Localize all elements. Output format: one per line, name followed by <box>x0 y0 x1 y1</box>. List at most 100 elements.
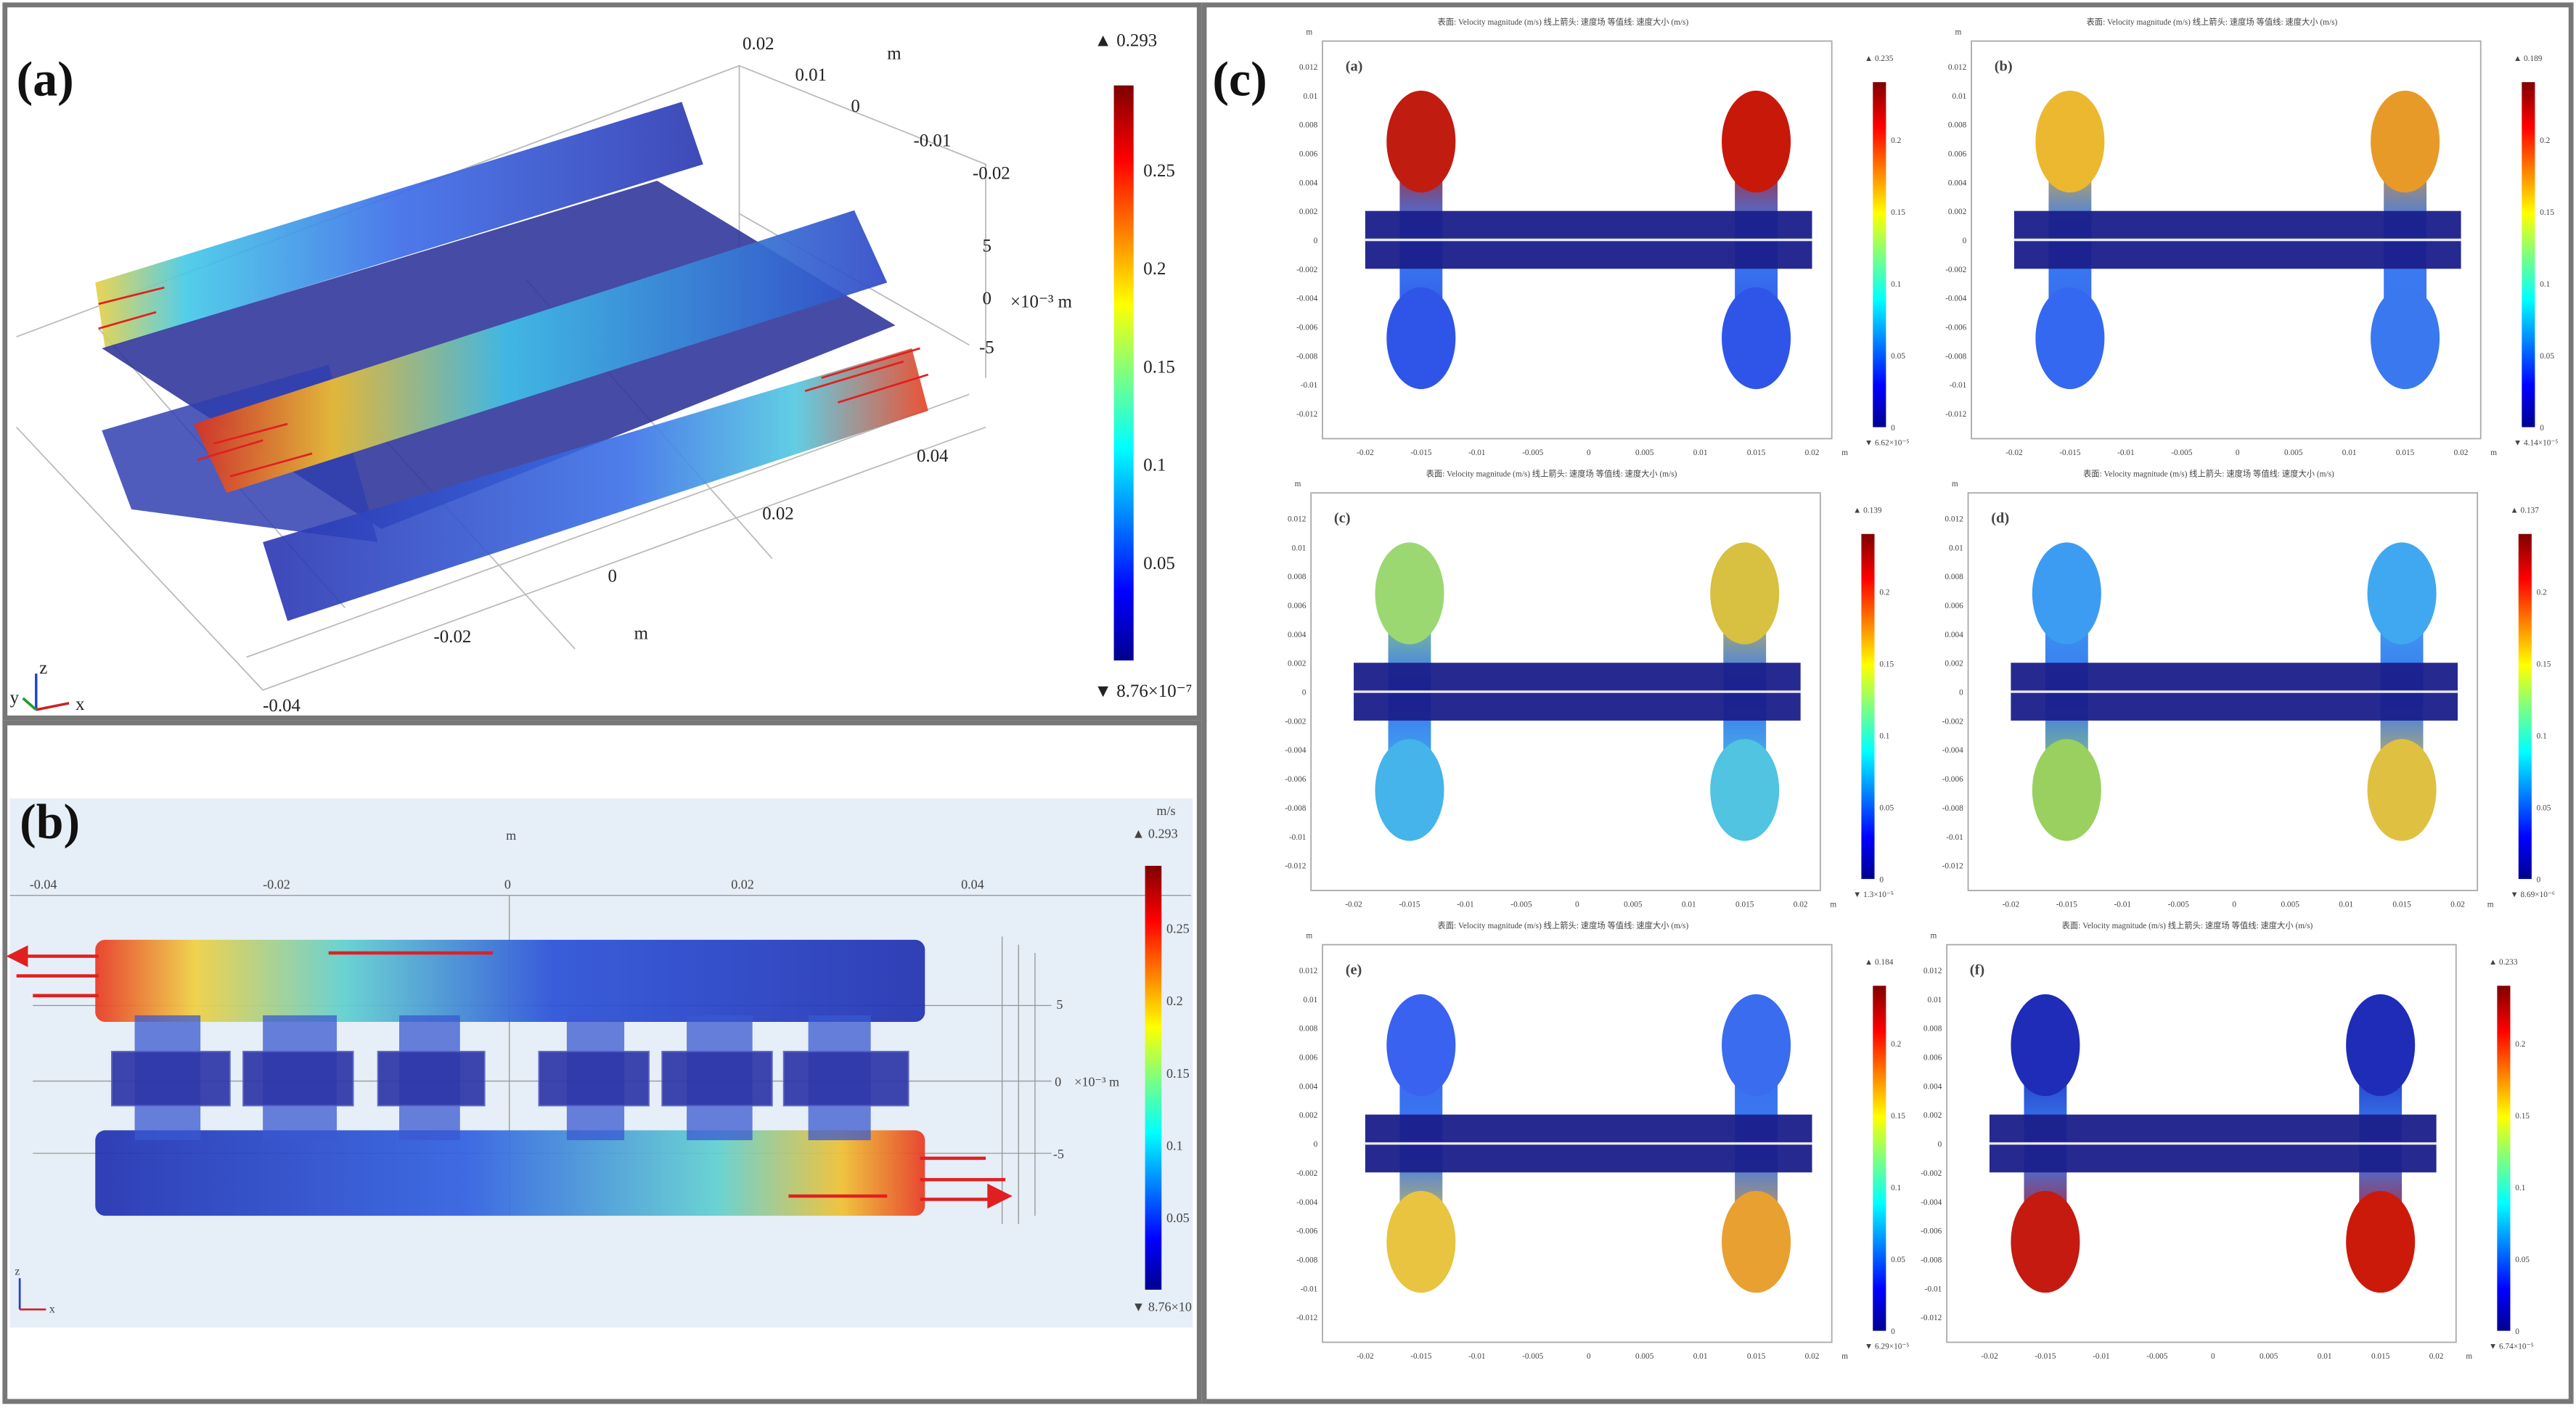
subplot-title: 表面: Velocity magnitude (m/s) 线上箭头: 速度场 等… <box>2083 468 2334 478</box>
x-axis-tick: -0.04 <box>263 696 300 716</box>
y-tick: 0.01 <box>1949 544 1963 552</box>
subplot-label: (d) <box>1991 510 2009 526</box>
colorbar <box>2497 986 2511 1331</box>
y-tick: 0.01 <box>1953 92 1967 101</box>
y-tick: -0.008 <box>1942 804 1964 813</box>
y-tick: 0.006 <box>1299 150 1318 159</box>
y-unit: m <box>1306 28 1312 37</box>
colorbar-min: ▼ 6.62×10⁻⁵ <box>1865 438 1909 447</box>
colorbar-max: ▲ 0.139 <box>1853 506 1882 515</box>
y-tick: 0.006 <box>1288 602 1307 610</box>
colorbar-tick: 0 <box>2540 424 2544 433</box>
x-tick: 0.015 <box>1735 901 1754 909</box>
top-chamber <box>1375 542 1444 644</box>
bottom-chamber <box>2035 287 2105 390</box>
x-tick: 0 <box>2232 901 2236 909</box>
middle-tube <box>194 210 888 494</box>
x-unit: m <box>2466 1352 2472 1361</box>
bottom-chamber <box>1386 287 1456 390</box>
top-chamber <box>2035 90 2105 193</box>
y-axis-tick: 0.02 <box>743 34 774 54</box>
x-tick: -0.02 <box>1981 1352 1998 1361</box>
colorbar-tick: 0.1 <box>1166 1138 1183 1153</box>
y-tick: 0.012 <box>1299 967 1318 975</box>
y-tick: 0.006 <box>1299 1054 1318 1063</box>
x-tick: 0.02 <box>2450 901 2465 909</box>
y-tick: -0.012 <box>1921 1314 1942 1322</box>
y-tick: 0.008 <box>1945 573 1963 581</box>
colorbar-min: ▼ 6.29×10⁻⁵ <box>1865 1343 1909 1351</box>
x-tick: 0.01 <box>2339 901 2353 909</box>
x-tick: 0 <box>1587 449 1591 457</box>
x-tick: -0.015 <box>1399 901 1420 909</box>
axis-triad: z x <box>15 1266 55 1316</box>
subplot-f: 表面: Velocity magnitude (m/s) 线上箭头: 速度场 等… <box>1921 920 2533 1361</box>
colorbar <box>1873 82 1886 427</box>
y-tick: -0.01 <box>1301 1285 1318 1293</box>
x-tick: 0.005 <box>2281 901 2299 909</box>
electrode-block <box>242 1050 354 1107</box>
subplot-title: 表面: Velocity magnitude (m/s) 线上箭头: 速度场 等… <box>2087 17 2338 27</box>
top-chamber <box>1386 994 1456 1097</box>
x-axis-tick: 0.02 <box>762 504 794 523</box>
x-tick: 0.02 <box>2454 449 2469 457</box>
subplot-title: 表面: Velocity magnitude (m/s) 线上箭头: 速度场 等… <box>1437 920 1688 930</box>
triad-x: x <box>75 695 85 714</box>
x-tick: -0.02 <box>2003 901 2020 909</box>
colorbar <box>1861 533 1875 880</box>
y-tick: 0.006 <box>1945 602 1963 610</box>
colorbar-tick: 0.05 <box>1879 804 1894 813</box>
subplot-c: 表面: Velocity magnitude (m/s) 线上箭头: 速度场 等… <box>1285 468 1894 909</box>
y-tick: 0.002 <box>1288 660 1307 668</box>
x-axis-tick: 0.04 <box>961 877 984 892</box>
y-axis-tick: -0.02 <box>973 164 1010 184</box>
x-tick: -0.005 <box>2168 901 2190 909</box>
colorbar-tick: 0.05 <box>1143 554 1175 573</box>
y-tick: -0.002 <box>1945 266 1967 274</box>
y-tick: -0.01 <box>1946 833 1963 842</box>
y-tick: 0.008 <box>1288 573 1307 581</box>
top-chamber <box>1722 994 1791 1097</box>
x-tick: 0.015 <box>1747 1352 1766 1361</box>
z-axis-tick: -5 <box>1053 1147 1064 1161</box>
y-tick: -0.006 <box>1921 1227 1942 1236</box>
x-tick: 0.02 <box>1794 901 1808 909</box>
z-axis-unit: ×10⁻³ m <box>1010 292 1072 311</box>
colorbar-min-value: 1.3×10⁻⁵ <box>1863 891 1894 899</box>
x-axis-tick: -0.04 <box>30 877 57 892</box>
y-tick: -0.006 <box>1296 324 1318 332</box>
colorbar-tick: 0.15 <box>1166 1066 1190 1081</box>
y-tick: 0.006 <box>1948 150 1967 159</box>
y-tick: -0.01 <box>1950 381 1967 390</box>
subplot-b: 表面: Velocity magnitude (m/s) 线上箭头: 速度场 等… <box>1945 17 2558 457</box>
y-tick: 0.004 <box>1299 179 1318 187</box>
panel-b-label: (b) <box>20 793 80 848</box>
x-tick: 0.005 <box>1635 449 1654 457</box>
x-tick: 0 <box>2236 449 2240 457</box>
y-tick: 0 <box>1314 237 1318 245</box>
top-chamber <box>2367 542 2437 644</box>
x-tick: -0.015 <box>2056 901 2078 909</box>
colorbar <box>2518 533 2532 880</box>
x-tick: 0 <box>1575 901 1579 909</box>
z-axis-unit: ×10⁻³ m <box>1074 1074 1119 1089</box>
z-axis-tick: 5 <box>983 236 991 255</box>
x-tick: 0.01 <box>1682 901 1696 909</box>
y-tick: -0.012 <box>1942 862 1964 871</box>
back-tube <box>95 102 703 348</box>
x-tick: -0.01 <box>1457 901 1474 909</box>
colorbar-max-value: 0.293 <box>1116 30 1157 50</box>
y-tick: 0.012 <box>1923 967 1942 975</box>
y-tick: -0.006 <box>1945 324 1967 332</box>
y-tick: 0.012 <box>1299 63 1318 72</box>
y-tick: 0.01 <box>1303 996 1317 1004</box>
top-chamber <box>1722 90 1791 193</box>
colorbar-tick: 0.1 <box>2537 732 2547 741</box>
x-tick: 0.01 <box>2318 1352 2332 1361</box>
x-tick: -0.005 <box>1510 901 1532 909</box>
z-axis-tick: -5 <box>979 338 994 358</box>
subplot-label: (c) <box>1334 510 1351 526</box>
bottom-chamber <box>1386 1190 1456 1293</box>
velocity-arrows <box>98 286 929 478</box>
y-tick: 0 <box>1302 689 1307 697</box>
